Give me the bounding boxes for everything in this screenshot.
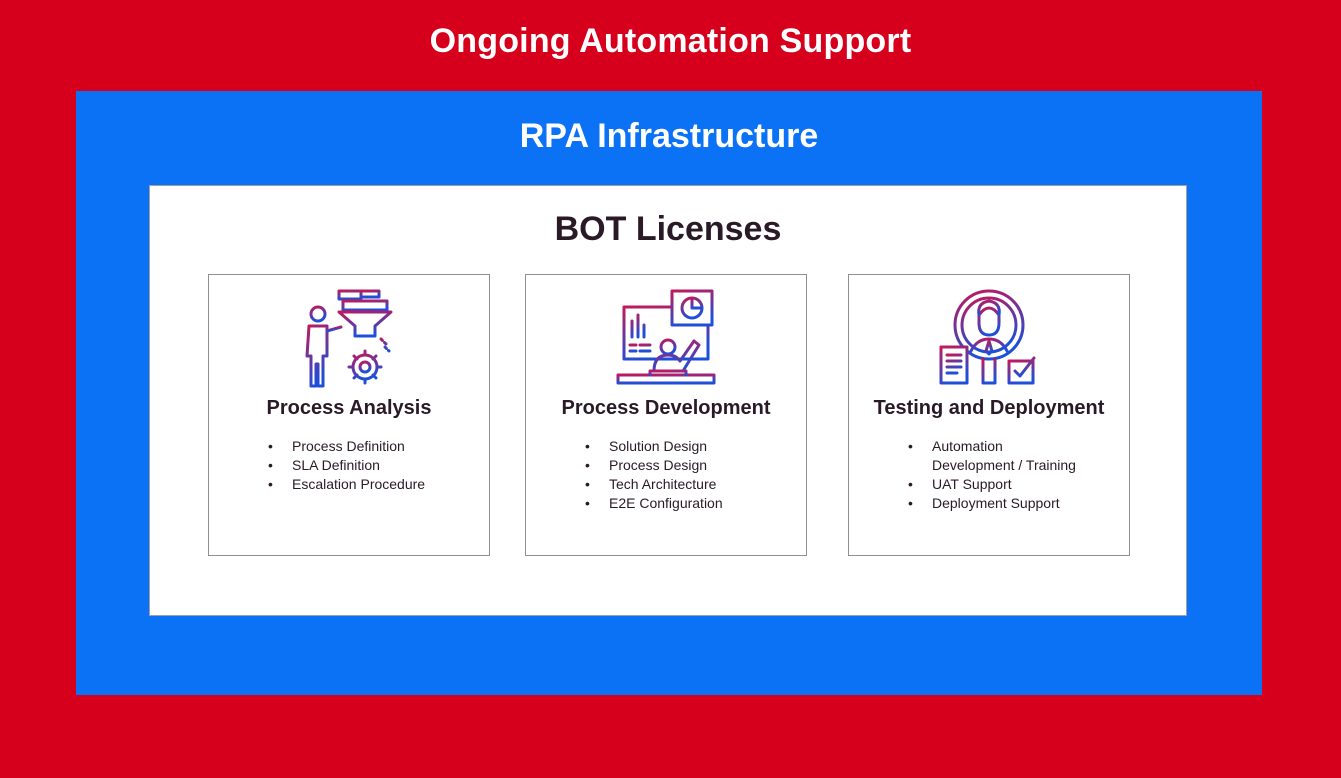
card-process-analysis: Process Analysis Process Definition SLA … <box>208 274 490 556</box>
card-title: Process Analysis <box>266 397 432 419</box>
list-item: Process Design <box>585 456 723 475</box>
list-item: Deployment Support <box>908 494 1076 513</box>
card-list: Solution Design Process Design Tech Arch… <box>585 437 723 513</box>
presenter-dashboard-icon <box>616 289 716 385</box>
list-item: Automation <box>908 437 1076 456</box>
list-item: Solution Design <box>585 437 723 456</box>
list-item: Development / Training <box>932 457 1076 473</box>
list-item: UAT Support <box>908 475 1076 494</box>
list-item: Process Definition <box>268 437 425 456</box>
rpa-infrastructure-title: RPA Infrastructure <box>519 117 819 155</box>
card-title: Process Development <box>561 397 771 419</box>
bot-licenses-box: BOT Licenses Process Analysis Process De… <box>149 185 1187 616</box>
card-list: Process Definition SLA Definition Escala… <box>268 437 425 494</box>
list-item: E2E Configuration <box>585 494 723 513</box>
outer-title: Ongoing Automation Support <box>429 22 912 60</box>
person-magnifier-checklist-icon <box>939 289 1036 385</box>
card-process-development: Process Development Solution Design Proc… <box>525 274 807 556</box>
list-item: Tech Architecture <box>585 475 723 494</box>
card-testing-deployment: Testing and Deployment Automation Develo… <box>848 274 1130 556</box>
person-funnel-gear-icon <box>305 289 393 388</box>
bot-licenses-title: BOT Licenses <box>554 210 782 248</box>
card-list: Automation Development / Training UAT Su… <box>908 437 1076 513</box>
list-item: SLA Definition <box>268 456 425 475</box>
card-title: Testing and Deployment <box>873 397 1105 419</box>
list-item: Escalation Procedure <box>268 475 425 494</box>
rpa-infrastructure-box: RPA Infrastructure BOT Licenses Process … <box>76 91 1262 695</box>
